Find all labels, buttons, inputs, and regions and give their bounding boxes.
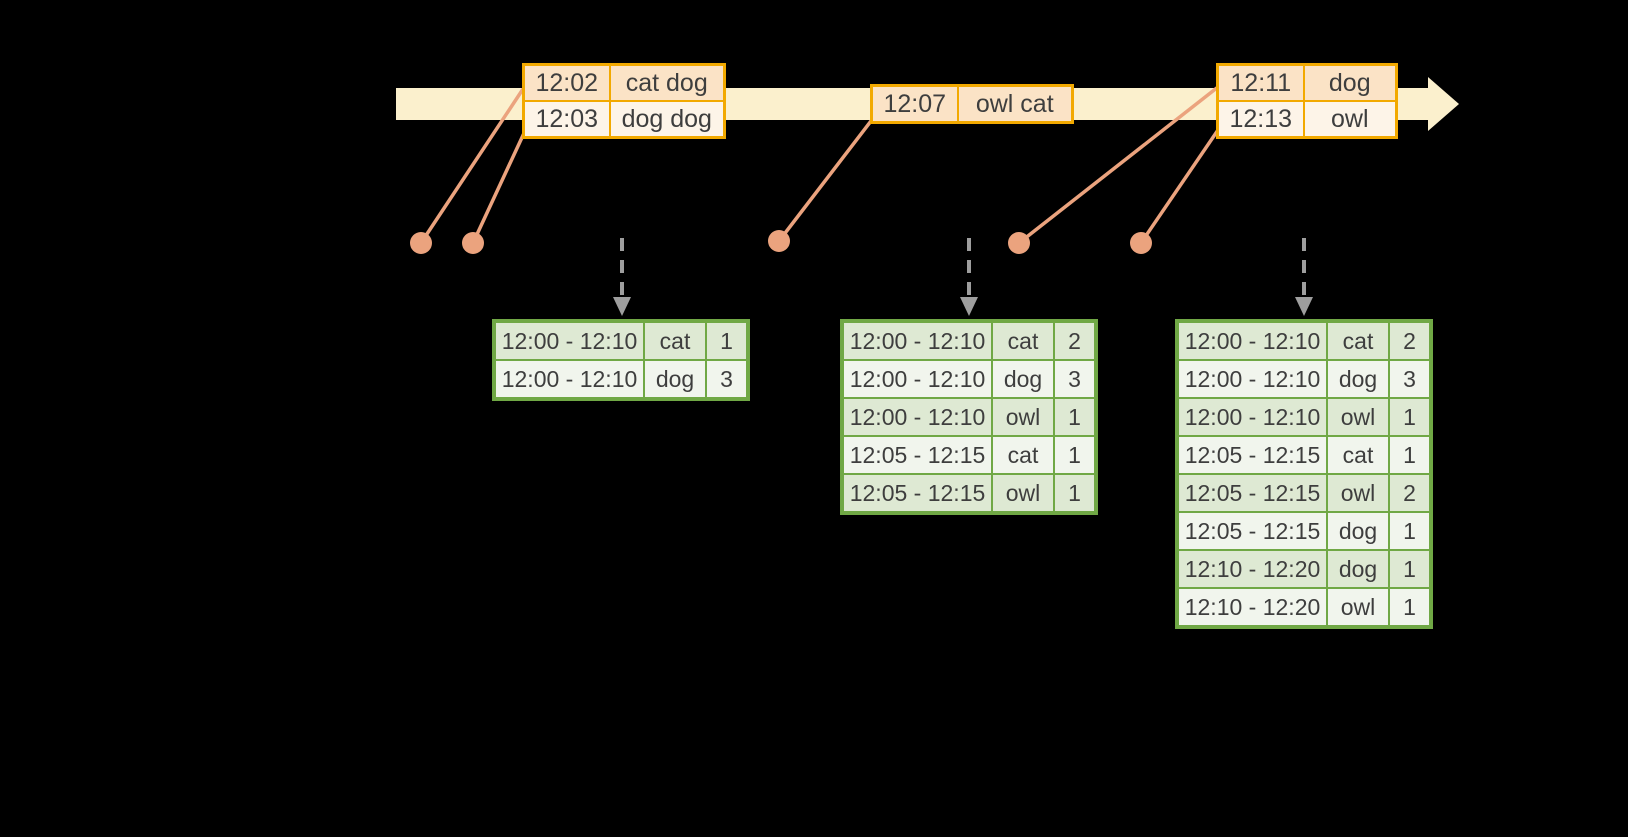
event-dot <box>410 232 432 254</box>
connector-line <box>777 119 873 243</box>
result-word-cell: cat <box>1326 320 1390 361</box>
result-window-cell: 12:10 - 12:20 <box>1176 587 1328 628</box>
event-dot <box>1008 232 1030 254</box>
event-dot <box>462 232 484 254</box>
event-time-cell: 12:02 <box>522 63 611 102</box>
event-words-cell: dog <box>1302 63 1398 102</box>
result-word-cell: cat <box>643 320 707 361</box>
result-window-cell: 12:00 - 12:10 <box>841 359 993 399</box>
result-count-cell: 1 <box>1053 435 1097 475</box>
connector-line <box>1017 85 1220 245</box>
trigger-arrowhead-icon <box>1295 297 1313 316</box>
result-word-cell: cat <box>1326 435 1390 475</box>
connector-line <box>419 88 525 244</box>
trigger-arrowhead-icon <box>613 297 631 316</box>
result-word-cell: owl <box>1326 587 1390 628</box>
result-window-cell: 12:05 - 12:15 <box>1176 435 1328 475</box>
result-window-cell: 12:00 - 12:10 <box>493 320 645 361</box>
event-time-cell: 12:03 <box>522 100 611 139</box>
trigger-arrowhead-icon <box>960 297 978 316</box>
event-words-cell: owl cat <box>956 84 1074 124</box>
result-word-cell: dog <box>643 359 707 400</box>
result-word-cell: dog <box>1326 511 1390 551</box>
event-time-cell: 12:13 <box>1216 100 1305 139</box>
result-window-cell: 12:05 - 12:15 <box>1176 511 1328 551</box>
result-window-cell: 12:00 - 12:10 <box>841 320 993 361</box>
result-window-cell: 12:00 - 12:10 <box>841 397 993 437</box>
event-words-cell: dog dog <box>608 100 726 139</box>
connector-line <box>471 130 527 244</box>
result-count-cell: 2 <box>1053 320 1097 361</box>
event-dot <box>768 230 790 252</box>
timeline-arrowhead-icon <box>1428 77 1459 131</box>
connector-line <box>1139 129 1220 244</box>
result-word-cell: cat <box>991 320 1055 361</box>
result-window-cell: 12:00 - 12:10 <box>1176 359 1328 399</box>
result-window-cell: 12:10 - 12:20 <box>1176 549 1328 589</box>
result-window-cell: 12:00 - 12:10 <box>1176 320 1328 361</box>
result-count-cell: 3 <box>705 359 749 400</box>
result-count-cell: 1 <box>1053 397 1097 437</box>
result-window-cell: 12:05 - 12:15 <box>841 435 993 475</box>
result-word-cell: cat <box>991 435 1055 475</box>
result-count-cell: 2 <box>1388 473 1432 513</box>
event-dot <box>1130 232 1152 254</box>
result-count-cell: 1 <box>1388 397 1432 437</box>
result-count-cell: 1 <box>1388 549 1432 589</box>
result-word-cell: dog <box>991 359 1055 399</box>
result-window-cell: 12:05 - 12:15 <box>841 473 993 514</box>
result-word-cell: dog <box>1326 549 1390 589</box>
event-time-cell: 12:07 <box>870 84 959 124</box>
result-count-cell: 1 <box>1388 587 1432 628</box>
result-count-cell: 1 <box>1388 435 1432 475</box>
result-word-cell: owl <box>1326 473 1390 513</box>
result-count-cell: 1 <box>705 320 749 361</box>
result-count-cell: 3 <box>1388 359 1432 399</box>
event-time-cell: 12:11 <box>1216 63 1305 102</box>
result-word-cell: owl <box>991 473 1055 514</box>
event-words-cell: owl <box>1302 100 1398 139</box>
result-count-cell: 1 <box>1053 473 1097 514</box>
result-word-cell: owl <box>1326 397 1390 437</box>
result-count-cell: 3 <box>1053 359 1097 399</box>
result-window-cell: 12:00 - 12:10 <box>493 359 645 400</box>
result-count-cell: 2 <box>1388 320 1432 361</box>
result-word-cell: dog <box>1326 359 1390 399</box>
result-word-cell: owl <box>991 397 1055 437</box>
result-window-cell: 12:00 - 12:10 <box>1176 397 1328 437</box>
result-count-cell: 1 <box>1388 511 1432 551</box>
result-window-cell: 12:05 - 12:15 <box>1176 473 1328 513</box>
event-words-cell: cat dog <box>608 63 726 102</box>
